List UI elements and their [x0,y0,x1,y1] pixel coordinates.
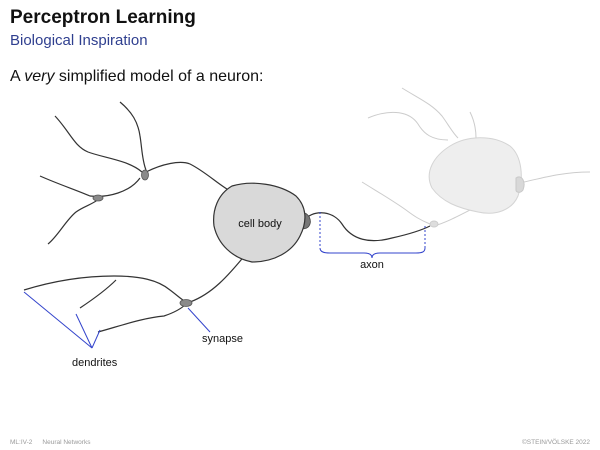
faded-synapse [515,176,525,193]
synapse-lower [179,299,193,307]
footer-course: ML:IV-2 [10,439,33,446]
dendrite [145,161,233,193]
cell-body-label: cell body [238,218,282,230]
dendrite [189,253,247,303]
faded-dendrite [361,181,431,225]
faded-axon [523,171,591,183]
footer-copyright: ©STEIN/VÖLSKE 2022 [521,439,590,446]
dendrites-label: dendrites [72,357,118,369]
dendrite [54,115,143,173]
faded-cell-body [428,137,522,214]
faded-synapse [429,220,439,228]
synapse-upper [141,169,149,181]
faded-neuron [361,87,591,227]
axon-label: axon [360,259,384,271]
faded-dendrite [367,111,449,141]
intro-prefix: A [10,68,25,85]
dendrite [97,303,187,333]
dendrite [39,175,141,197]
synapse-pointer [187,307,211,333]
dendrite [79,279,117,309]
axon-brace [319,212,426,259]
intro-emphasis: very [24,68,55,85]
intro-suffix: simplified model of a neuron: [54,68,264,85]
footer-topic: Neural Networks [42,439,91,446]
axon-line [303,212,431,242]
dendrite-tree [23,101,247,333]
dendrites-pointers [23,291,101,349]
dendrite [47,197,101,245]
synapse-label: synapse [202,333,243,345]
slide-subtitle: Biological Inspiration [10,32,148,49]
synapse-left [92,194,104,202]
faded-dendrite [469,111,477,139]
slide-title: Perceptron Learning [10,7,196,28]
footer-course-info: ML:IV-2 Neural Networks [10,439,90,446]
cell-body [213,182,306,263]
dendrite [119,101,147,171]
dendrite [23,275,187,303]
intro-text: A very simplified model of a neuron: [10,68,263,86]
faded-dendrite [401,87,459,139]
